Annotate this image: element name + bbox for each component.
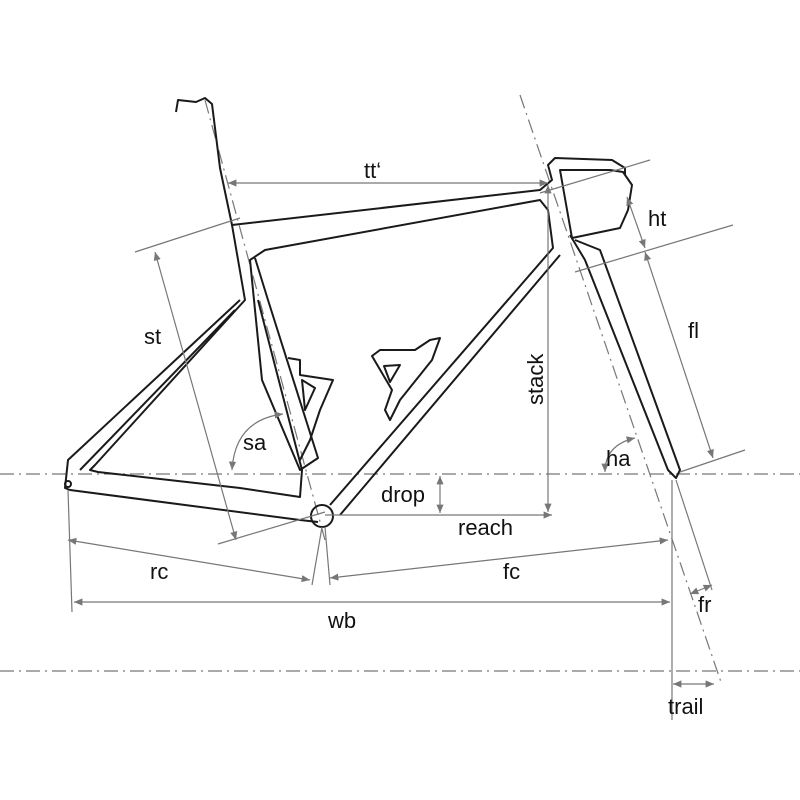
stack-label: stack [523,353,548,405]
tt-label: tt‘ [364,158,381,183]
bottom-bracket [310,504,334,528]
rear-axle-drop [67,489,73,613]
reach-label: reach [458,515,513,540]
trail-label: trail [668,694,703,719]
st-extension [134,217,241,253]
rc-dimension [67,537,311,583]
ht-bottom-extension [574,224,734,273]
fr-label: fr [698,592,711,617]
st-dimension [153,251,238,541]
fr-dimension [689,584,713,595]
fc-dimension [329,537,669,581]
fc-label: fc [503,559,520,584]
fl-dimension [644,251,714,459]
bb-drop [311,526,323,586]
ha-arc [601,436,636,473]
sa-arc [228,411,284,471]
rear-dropout [64,480,72,488]
ha-label: ha [606,446,631,471]
bike-frame [64,97,681,528]
rc-label: rc [150,559,168,584]
ht-dimension [626,196,646,249]
steering-axis [519,94,723,686]
drop-label: drop [381,482,425,507]
sa-label: sa [243,430,267,455]
seat-tube-axis [204,99,326,541]
st-label: st [144,324,161,349]
ht-top-extension [539,159,651,194]
fl-label: fl [688,318,699,343]
ht-label: ht [648,206,666,231]
fl-base [679,449,746,473]
fr-line [675,479,713,591]
wb-label: wb [327,608,356,633]
bb-drop-2 [324,526,331,586]
